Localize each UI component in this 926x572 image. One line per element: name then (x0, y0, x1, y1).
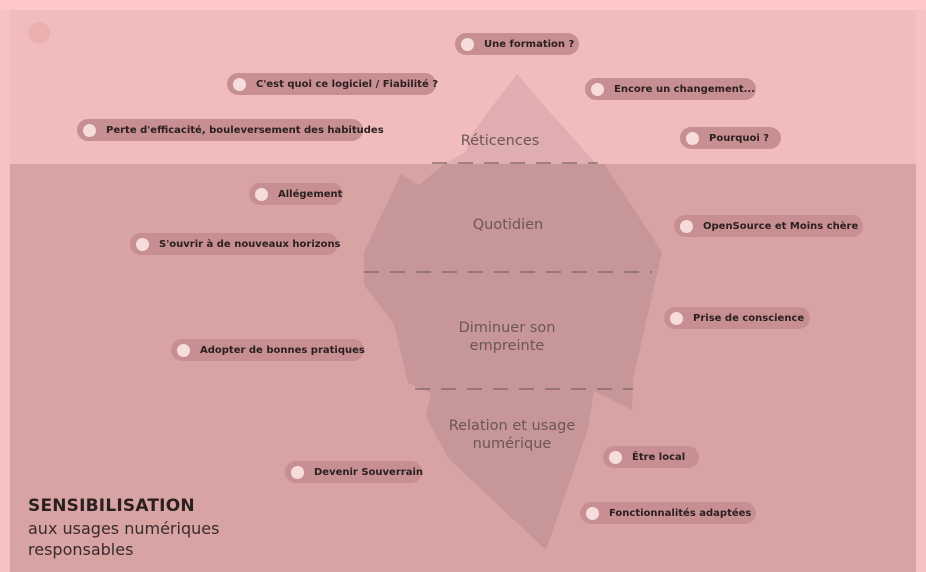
chip-perte-efficacite[interactable]: Perte d'efficacité, bouleversement des h… (77, 119, 384, 141)
zone-label-empreinte: Diminuer son empreinte (458, 320, 556, 354)
chip-encore-changement[interactable]: Encore un changement... (585, 78, 756, 100)
chip-fonctionnalites-adaptees[interactable]: Fonctionnalités adaptées (580, 502, 756, 524)
bullet-icon (136, 237, 149, 251)
bullet-icon (591, 82, 604, 96)
chip-label: Encore un changement... (614, 83, 756, 95)
bullet-icon (233, 77, 246, 91)
zone-label-relation: Relation et usage numérique (448, 418, 576, 452)
chip-label: Être local (632, 451, 686, 463)
iceberg-body (364, 164, 662, 550)
chip-label: S'ouvrir à de nouveaux horizons (159, 238, 341, 250)
info-icon (28, 22, 50, 44)
chip-devenir-souverain[interactable]: Devenir Souverrain (285, 461, 423, 483)
chip-label: Prise de conscience (693, 312, 805, 324)
chip-une-formation[interactable]: Une formation ? (455, 33, 579, 55)
chip-etre-local[interactable]: Être local (603, 446, 699, 468)
chip-opensource[interactable]: OpenSource et Moins chère (674, 215, 863, 237)
chip-logiciel-fiabilite[interactable]: C'est quoi ce logiciel / Fiabilité ? (227, 73, 439, 95)
bullet-icon (680, 219, 693, 233)
bullet-icon (609, 450, 622, 464)
top-border (0, 0, 926, 10)
bullet-icon (670, 311, 683, 325)
slide-title: SENSIBILISATION (28, 496, 195, 516)
chip-nouveaux-horizons[interactable]: S'ouvrir à de nouveaux horizons (130, 233, 341, 255)
chip-label: Une formation ? (484, 38, 575, 50)
bullet-icon (461, 37, 474, 51)
chip-label: Pourquoi ? (709, 132, 770, 144)
chip-allegement[interactable]: Allégement (249, 183, 343, 205)
bullet-icon (83, 123, 96, 137)
chip-label: Adopter de bonnes pratiques (200, 344, 365, 356)
zone-label-reticences: Réticences (460, 133, 540, 149)
chip-pourquoi[interactable]: Pourquoi ? (680, 127, 781, 149)
chip-label: C'est quoi ce logiciel / Fiabilité ? (256, 78, 439, 90)
slide-subtitle: aux usages numériques responsables (28, 519, 220, 559)
bullet-icon (255, 187, 268, 201)
bullet-icon (686, 131, 699, 145)
chip-label: Devenir Souverrain (314, 466, 423, 478)
bullet-icon (586, 506, 599, 520)
zone-label-quotidien: Quotidien (472, 217, 544, 233)
chip-label: OpenSource et Moins chère (703, 220, 859, 232)
chip-label: Fonctionnalités adaptées (609, 507, 752, 519)
chip-label: Allégement (278, 188, 343, 200)
chip-bonnes-pratiques[interactable]: Adopter de bonnes pratiques (171, 339, 365, 361)
chip-prise-conscience[interactable]: Prise de conscience (664, 307, 810, 329)
bullet-icon (291, 465, 304, 479)
bullet-icon (177, 343, 190, 357)
iceberg-tip (444, 74, 596, 164)
chip-label: Perte d'efficacité, bouleversement des h… (106, 124, 384, 136)
